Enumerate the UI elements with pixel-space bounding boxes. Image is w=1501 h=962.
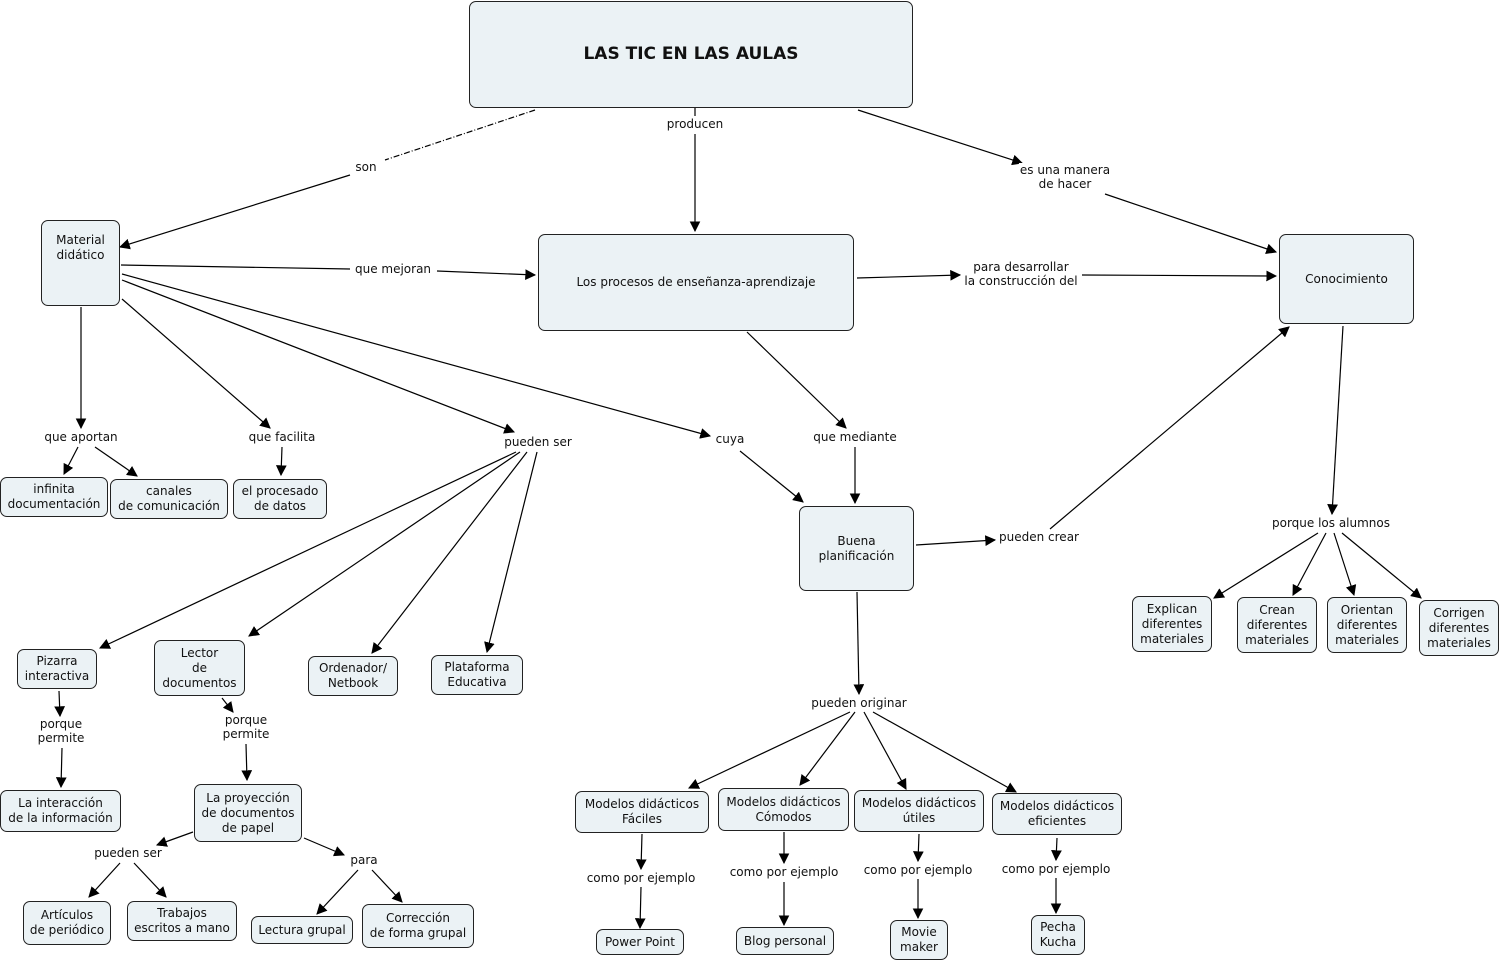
link-que-aportan: que aportan: [43, 430, 119, 444]
link-como-por-ejemplo-1: como por ejemplo: [585, 871, 697, 885]
link-que-facilita: que facilita: [247, 430, 317, 444]
concept-modelos-faciles[interactable]: Modelos didácticos Fáciles: [575, 791, 709, 833]
concept-procesos[interactable]: Los procesos de enseñanza-aprendizaje: [538, 234, 854, 331]
edge: [1213, 532, 1319, 599]
link-pueden-ser-proyeccion: pueden ser: [93, 846, 163, 860]
edge: [912, 833, 924, 863]
edge: [316, 869, 359, 915]
edge: [221, 697, 234, 713]
edge: [94, 446, 138, 477]
concept-plataforma-educativa[interactable]: Plataforma Educativa: [431, 655, 523, 695]
edge: [857, 109, 1024, 166]
link-como-por-ejemplo-2: como por ejemplo: [728, 865, 840, 879]
link-cuya: cuya: [714, 432, 746, 446]
edge: [118, 174, 351, 250]
link-pueden-ser: pueden ser: [503, 435, 573, 449]
concept-conocimiento[interactable]: Conocimiento: [1279, 234, 1414, 324]
concept-procesado-datos[interactable]: el procesado de datos: [233, 479, 327, 519]
concept-orientan-materiales[interactable]: Orientan diferentes materiales: [1327, 597, 1407, 653]
concept-crean-materiales[interactable]: Crean diferentes materiales: [1237, 597, 1317, 653]
concept-corrigen-materiales[interactable]: Corrigen diferentes materiales: [1419, 600, 1499, 656]
concept-articulos-periodico[interactable]: Artículos de periódico: [23, 901, 111, 945]
edge: [856, 269, 962, 281]
edge: [241, 743, 253, 782]
concept-interaccion-informacion[interactable]: La interacción de la información: [0, 790, 121, 832]
edge: [1051, 837, 1062, 862]
edge: [133, 862, 167, 898]
edge: [1327, 325, 1344, 516]
edge: [121, 298, 271, 429]
concept-pecha-kucha[interactable]: Pecha Kucha: [1031, 915, 1085, 955]
concept-pizarra-interactiva[interactable]: Pizarra interactiva: [17, 649, 97, 689]
edge: [799, 711, 856, 786]
edge: [275, 446, 287, 477]
edge: [484, 451, 538, 654]
edge: [1341, 532, 1422, 599]
edge: [635, 833, 647, 871]
link-son: son: [354, 160, 378, 174]
edge: [63, 446, 79, 475]
edge: [384, 109, 536, 161]
link-pueden-originar: pueden originar: [810, 696, 908, 710]
edge: [155, 831, 194, 847]
concept-canales-comunicacion[interactable]: canales de comunicación: [110, 479, 228, 519]
link-para-desarrollar: para desarrollar la construcción del: [963, 260, 1079, 288]
concept-buena-planificacion[interactable]: Buena planificación: [799, 506, 914, 591]
concept-proyeccion-documentos[interactable]: La proyección de documentos de papel: [194, 784, 302, 842]
concept-correccion-grupal[interactable]: Corrección de forma grupal: [362, 904, 474, 948]
edge: [371, 869, 403, 903]
link-como-por-ejemplo-4: como por ejemplo: [1000, 862, 1112, 876]
edge: [248, 451, 521, 637]
edge: [303, 837, 345, 857]
edge: [746, 331, 847, 429]
edge: [863, 711, 907, 790]
link-como-por-ejemplo-3: como por ejemplo: [862, 863, 974, 877]
link-que-mediante: que mediante: [812, 430, 898, 444]
edge: [1104, 193, 1278, 254]
link-es-una-manera: es una manera de hacer: [1018, 163, 1112, 191]
edge: [1049, 326, 1290, 530]
edge: [121, 279, 516, 434]
edge: [371, 451, 528, 654]
concept-trabajos-escritos[interactable]: Trabajos escritos a mano: [127, 901, 237, 941]
link-porque-permite-lector: porque permite: [221, 713, 271, 741]
concept-power-point[interactable]: Power Point: [596, 929, 684, 955]
edge: [915, 535, 997, 547]
edge: [688, 711, 851, 789]
concept-modelos-utiles[interactable]: Modelos didácticos útiles: [854, 790, 984, 832]
concept-lectura-grupal[interactable]: Lectura grupal: [251, 916, 353, 944]
concept-modelos-eficientes[interactable]: Modelos didácticos eficientes: [992, 793, 1122, 835]
concept-material-didactico[interactable]: Material didático: [41, 220, 120, 306]
concept-infinita-documentacion[interactable]: infinita documentación: [0, 477, 108, 517]
edge: [739, 450, 804, 503]
edge: [99, 451, 517, 649]
edge: [120, 264, 351, 270]
edge: [1081, 270, 1278, 282]
concept-modelos-comodos[interactable]: Modelos didácticos Cómodos: [718, 788, 849, 831]
edge: [872, 711, 1017, 793]
link-porque-los-alumnos: porque los alumnos: [1270, 516, 1392, 530]
link-para: para: [349, 853, 379, 867]
edge: [121, 273, 712, 439]
concept-explican-materiales[interactable]: Explican diferentes materiales: [1132, 596, 1212, 652]
link-pueden-crear: pueden crear: [998, 530, 1080, 544]
link-porque-permite-pizarra: porque permite: [36, 717, 86, 745]
concept-movie-maker[interactable]: Movie maker: [890, 920, 948, 960]
edge: [634, 886, 646, 930]
edge: [853, 591, 865, 696]
edge: [436, 269, 537, 280]
edge: [55, 747, 67, 789]
edge: [1333, 532, 1357, 597]
concept-blog-personal[interactable]: Blog personal: [736, 927, 834, 955]
edge: [88, 862, 121, 898]
edge: [54, 690, 66, 718]
concept-tic-en-las-aulas[interactable]: LAS TIC EN LAS AULAS: [469, 1, 913, 108]
edge: [1292, 532, 1327, 596]
concept-ordenador-netbook[interactable]: Ordenador/ Netbook: [308, 656, 398, 696]
concept-lector-documentos[interactable]: Lector de documentos: [154, 640, 245, 696]
link-producen: producen: [665, 117, 725, 131]
link-que-mejoran: que mejoran: [353, 262, 433, 276]
